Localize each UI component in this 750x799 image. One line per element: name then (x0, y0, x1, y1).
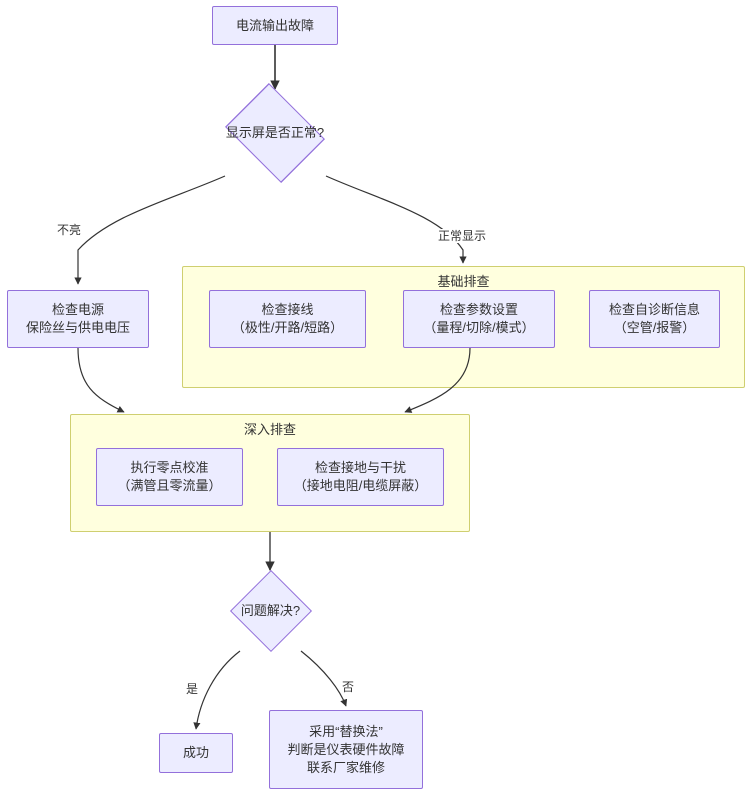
node-replacement-method[interactable]: 采用“替换法” 判断是仪表硬件故障 联系厂家维修 (269, 710, 423, 789)
node-success[interactable]: 成功 (159, 733, 233, 773)
node-check-self-diagnostics-label: 检查自诊断信息 （空管/报警） (608, 302, 700, 335)
edge-label-no: 否 (341, 680, 356, 694)
node-zero-calibration-label: 执行零点校准 （满管且零流量） (117, 460, 222, 493)
node-check-grounding-interference[interactable]: 检查接地与干扰 （接地电阻/电缆屏蔽） (277, 448, 444, 506)
node-check-wiring[interactable]: 检查接线 （极性/开路/短路） (209, 290, 366, 348)
node-decision-display-normal[interactable]: 显示屏是否正常? (196, 83, 354, 183)
node-start-current-output-fault[interactable]: 电流输出故障 (212, 6, 338, 45)
node-check-parameters-label: 检查参数设置 （量程/切除/模式） (423, 302, 535, 335)
edge-label-yes: 是 (185, 682, 200, 696)
edge-label-not-lit: 不亮 (56, 223, 83, 237)
node-decision-problem-solved-label: 问题解决? (240, 603, 301, 618)
node-decision-display-label: 显示屏是否正常? (225, 125, 325, 140)
cluster-deep-title: 深入排查 (243, 422, 296, 437)
node-check-parameters[interactable]: 检查参数设置 （量程/切除/模式） (403, 290, 555, 348)
edge-label-normal-display: 正常显示 (437, 229, 488, 243)
node-check-power-label: 检查电源 保险丝与供电电压 (25, 302, 130, 335)
node-check-self-diagnostics[interactable]: 检查自诊断信息 （空管/报警） (589, 290, 720, 348)
node-start-label: 电流输出故障 (235, 17, 314, 33)
node-success-label: 成功 (182, 745, 209, 760)
node-replacement-method-label: 采用“替换法” 判断是仪表硬件故障 联系厂家维修 (287, 723, 405, 775)
node-zero-calibration[interactable]: 执行零点校准 （满管且零流量） (96, 448, 243, 506)
node-check-power[interactable]: 检查电源 保险丝与供电电压 (7, 290, 149, 348)
node-check-wiring-label: 检查接线 （极性/开路/短路） (231, 302, 344, 335)
node-check-grounding-label: 检查接地与干扰 （接地电阻/电缆屏蔽） (293, 460, 428, 493)
cluster-basic-title: 基础排查 (437, 274, 490, 289)
node-decision-problem-solved[interactable]: 问题解决? (212, 569, 329, 653)
